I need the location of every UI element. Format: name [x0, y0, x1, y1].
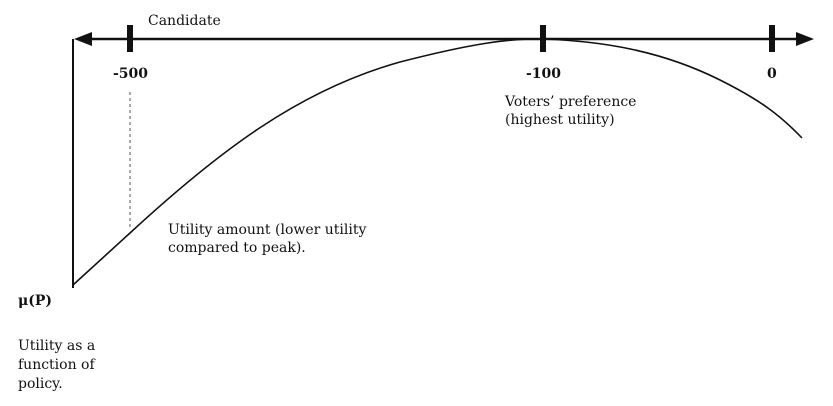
description-line3: policy. [18, 376, 63, 392]
peak-annotation-line1: Voters’ preference [505, 94, 637, 110]
tick-label-minus-100: -100 [526, 66, 562, 82]
tick-mark-minus-500 [127, 25, 133, 52]
utility-axis-label: μ(P) [18, 293, 53, 309]
tick-mark-zero [769, 25, 775, 52]
peak-annotation-line2: (highest utility) [505, 112, 615, 128]
description-line2: function of [18, 357, 95, 373]
axis-arrow-right [796, 32, 814, 46]
tick-label-zero: 0 [767, 66, 777, 82]
axis-arrow-left [74, 32, 92, 46]
tick-label-minus-500: -500 [113, 66, 149, 82]
axis-title: Candidate [148, 13, 221, 29]
utility-annotation-line2: compared to peak). [168, 240, 306, 256]
utility-annotation-line1: Utility amount (lower utility [168, 222, 367, 238]
utility-curve [72, 38, 803, 286]
description-line1: Utility as a [18, 338, 96, 354]
